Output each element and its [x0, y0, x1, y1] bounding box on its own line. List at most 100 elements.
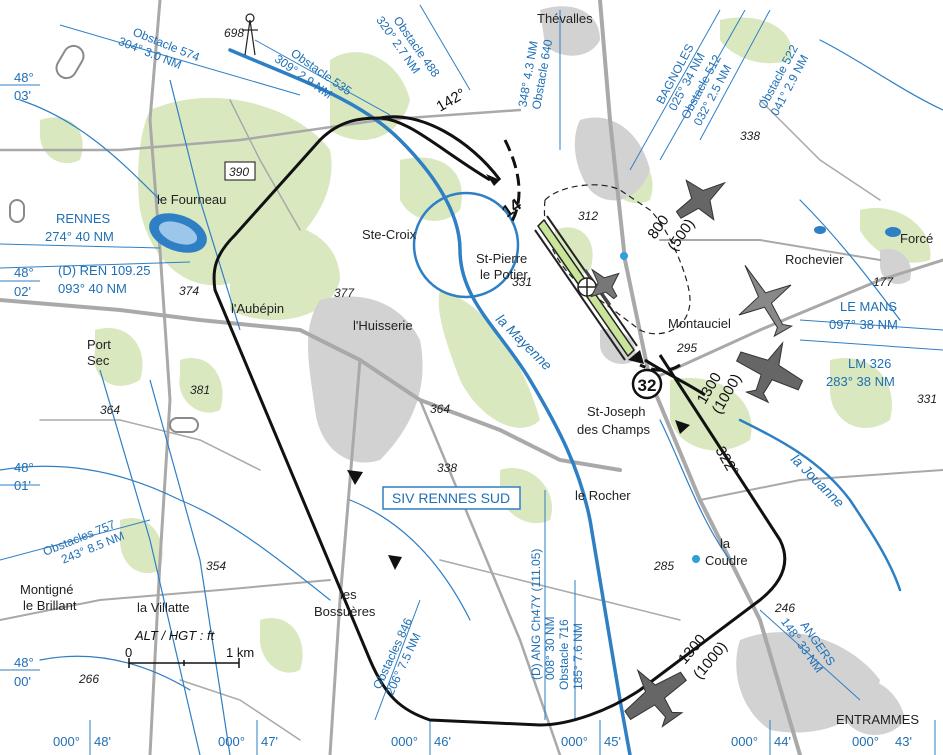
lat-deg: 48°: [14, 70, 34, 85]
ang-vor-label: (D) ANG Ch47Y (111.05): [529, 549, 543, 680]
long-deg: 000°: [391, 734, 418, 749]
le-mans-bearing: 097° 38 NM: [829, 317, 898, 332]
lm-label: LM 326: [848, 356, 891, 371]
long-min: 44': [774, 734, 791, 749]
obstacle-tower-icon: [242, 13, 258, 56]
spot-height: 331: [512, 275, 532, 289]
aircraft-icon: [738, 265, 794, 338]
long-min: 45': [604, 734, 621, 749]
place-montigne: Montigné: [20, 582, 73, 597]
rivers: [0, 39, 943, 755]
long-deg: 000°: [218, 734, 245, 749]
siv-boundary: [99, 79, 241, 755]
place-st-joseph: St-Joseph: [587, 404, 646, 419]
obstacle-716-label: Obstacle 716: [557, 619, 571, 690]
rennes-label: RENNES: [56, 211, 111, 226]
place-entrammes: ENTRAMMES: [836, 712, 919, 727]
siv-label-box: [382, 486, 521, 510]
scale-units-label: ALT / HGT : ft: [134, 628, 216, 643]
spot-height: 266: [78, 672, 99, 686]
circuit-arrows: [347, 174, 690, 570]
spot-height: 338: [437, 461, 457, 475]
lat-deg: 48°: [14, 265, 34, 280]
le-mans-label: LE MANS: [840, 299, 897, 314]
runway-32-badge: 32: [631, 368, 663, 400]
place-thevalles: Thévalles: [537, 11, 593, 26]
overhead-circle: [412, 191, 520, 299]
long-deg: 000°: [561, 734, 588, 749]
place-rochevier: Rochevier: [785, 252, 844, 267]
rennes-bearing: 274° 40 NM: [45, 229, 114, 244]
place-laubepin: l'Aubépin: [231, 301, 284, 316]
graticule: [0, 84, 936, 755]
woodland-areas: [40, 17, 931, 673]
circuit-pattern: [212, 115, 787, 727]
spot-height: 381: [190, 383, 210, 397]
long-deg: 000°: [731, 734, 758, 749]
spot-height: 295: [676, 341, 697, 355]
lat-min: 01': [14, 478, 31, 493]
place-force: Forcé: [900, 231, 933, 246]
spot-height-box: [224, 161, 256, 181]
place-la: la: [720, 536, 731, 551]
long-min: 43': [895, 734, 912, 749]
runway: [534, 215, 638, 361]
place-ste-croix: Ste-Croix: [362, 227, 417, 242]
place-le-rocher: le Rocher: [575, 488, 631, 503]
place-des-champs: des Champs: [577, 422, 650, 437]
place-port: Port: [87, 337, 111, 352]
spot-height: 364: [100, 403, 120, 417]
spot-height: 331: [917, 392, 937, 406]
river-la-jouanne: [738, 418, 902, 592]
ren-vor-label: (D) REN 109.25: [58, 263, 150, 278]
spot-height: 698: [224, 26, 244, 40]
long-min: 46': [434, 734, 451, 749]
place-bossueres: Bossuères: [314, 604, 376, 619]
place-le-fourneau: le Fourneau: [157, 192, 226, 207]
ponds: [149, 213, 901, 563]
aircraft-icon: [624, 668, 687, 728]
place-le-potier: le Potier: [480, 267, 528, 282]
lat-min: 02': [14, 284, 31, 299]
dashed-zone: [543, 184, 691, 335]
ren-vor-bearing: 093° 40 NM: [58, 281, 127, 296]
place-les: les: [340, 587, 357, 602]
spot-height: 390: [229, 165, 249, 179]
heading-142: 142°: [434, 85, 469, 115]
lat-deg: 48°: [14, 655, 34, 670]
scale-bar: [128, 658, 240, 668]
place-lhuisserie: l'Huisserie: [353, 318, 413, 333]
place-coudre: Coudre: [705, 553, 748, 568]
runway-14-label: 14: [498, 195, 525, 222]
spot-height: 246: [774, 601, 795, 615]
long-min: 47': [261, 734, 278, 749]
lm-bearing: 283° 38 NM: [826, 374, 895, 389]
siv-label: SIV RENNES SUD: [392, 490, 510, 506]
scale-one-km: 1 km: [226, 645, 254, 660]
spot-height: 285: [653, 559, 674, 573]
spot-height: 374: [179, 284, 199, 298]
lat-deg: 48°: [14, 460, 34, 475]
long-deg: 000°: [53, 734, 80, 749]
aircraft-icon: [735, 341, 804, 404]
obstacle-716-bearing: 185° 7.6 NM: [571, 623, 585, 690]
runway-label: 32: [638, 376, 657, 395]
place-montauciel: Montauciel: [668, 316, 731, 331]
ang-vor-bearing: 008° 30 NM: [543, 616, 557, 680]
spot-height: 377: [334, 286, 355, 300]
place-sec: Sec: [87, 353, 110, 368]
river-la-mayenne: [228, 48, 632, 755]
spot-height: 364: [430, 402, 450, 416]
bearing-lines: [0, 4, 943, 721]
aircraft-icon: [590, 268, 620, 300]
spot-height: 177: [873, 275, 894, 289]
place-la-villatte: la Villatte: [137, 600, 190, 615]
spot-height: 354: [206, 559, 226, 573]
long-min: 48': [94, 734, 111, 749]
spot-height: 312: [578, 209, 598, 223]
lat-min: 00': [14, 674, 31, 689]
aircraft-icon: [675, 179, 727, 221]
tracks: [9, 44, 199, 433]
